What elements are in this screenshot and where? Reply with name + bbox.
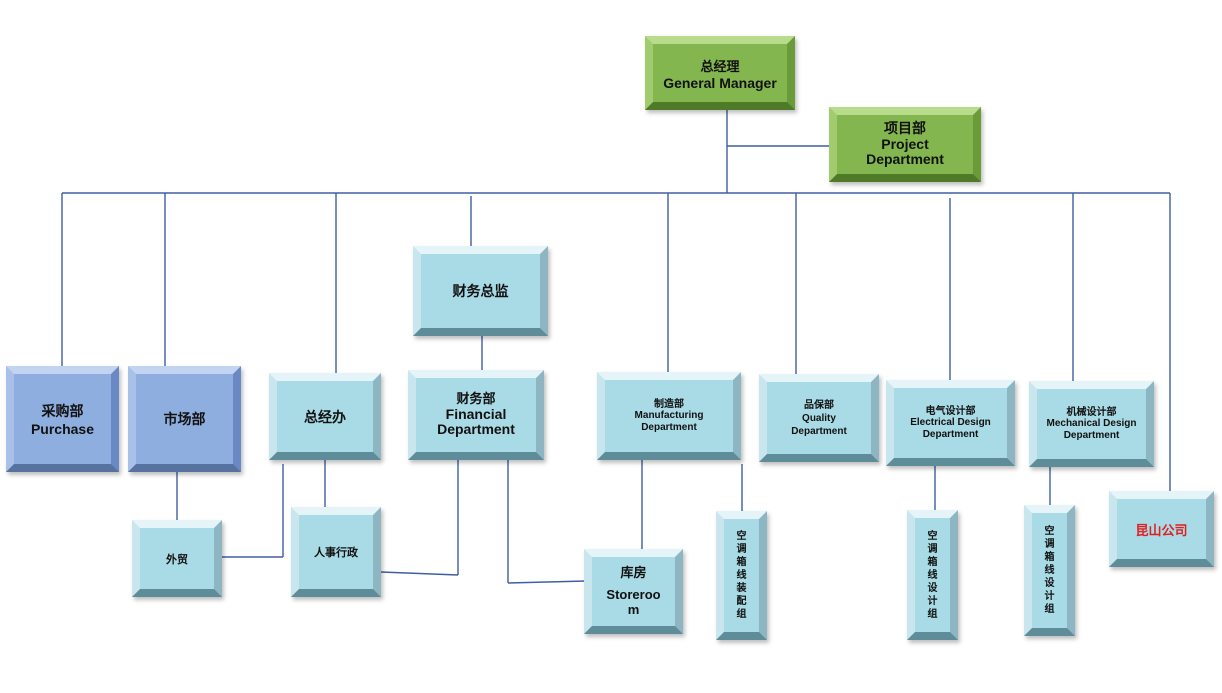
general-manager-zh: 总经理 (700, 58, 740, 74)
ac-design-mech-char: 计 (1044, 591, 1055, 602)
ac-design-mech-char: 调 (1044, 539, 1055, 550)
ac-design-elec-char: 设 (927, 582, 938, 594)
cfo-box: 财务总监 (413, 246, 548, 336)
ac-design-mech-char: 组 (1044, 604, 1055, 615)
kunshan-company-zh: 昆山公司 (1135, 522, 1188, 538)
hr-admin-zh: 人事行政 (314, 547, 358, 559)
storeroom-zh: 库房 (620, 565, 647, 581)
ac-design-mech-char: 空 (1044, 526, 1055, 537)
storeroom-en2: m (627, 602, 640, 618)
financial-zh: 财务部 (456, 391, 496, 407)
marketing-box: 市场部 (128, 366, 241, 472)
foreign-trade-box: 外贸 (132, 520, 222, 597)
quality-zh: 品保部 (804, 399, 834, 411)
ac-assembly-char: 配 (736, 596, 747, 607)
financial-en2: Department (437, 421, 515, 438)
ac-assembly-char: 线 (736, 570, 747, 581)
electrical-zh: 电气设计部 (925, 405, 976, 417)
ac-assembly-group-box: 空 调 箱 线 装 配 组 (716, 511, 767, 640)
financial-en1: Financial (445, 405, 507, 422)
electrical-en2: Department (922, 428, 979, 440)
manufacturing-department-box: 制造部 Manufacturing Department (597, 372, 741, 460)
ac-design-electrical-group-box: 空 调 箱 线 设 计 组 (907, 510, 958, 640)
quality-en1: Quality (802, 412, 836, 424)
manufacturing-en2: Department (641, 421, 697, 433)
ac-assembly-char: 空 (736, 531, 747, 542)
quality-department-box: 品保部 Quality Department (759, 374, 879, 462)
ac-assembly-char: 装 (736, 583, 747, 594)
foreign-trade-zh: 外贸 (166, 553, 188, 566)
ac-assembly-char: 箱 (736, 557, 747, 568)
purchase-box: 采购部 Purchase (6, 366, 119, 472)
manufacturing-zh: 制造部 (654, 398, 684, 410)
storeroom-box: 库房 Storeroo m (584, 549, 683, 634)
electrical-design-department-box: 电气设计部 Electrical Design Department (886, 380, 1015, 466)
ac-design-elec-char: 线 (927, 569, 938, 581)
project-department-zh: 项目部 (884, 120, 926, 137)
general-manager-box: 总经理 General Manager (645, 36, 795, 110)
ac-design-mech-char: 线 (1044, 565, 1055, 576)
gm-office-zh: 总经办 (304, 408, 346, 425)
ac-design-elec-char: 计 (927, 595, 938, 607)
mechanical-en1: Mechanical Design (1046, 418, 1137, 430)
mechanical-design-department-box: 机械设计部 Mechanical Design Department (1029, 381, 1154, 467)
hr-admin-box: 人事行政 (291, 507, 381, 597)
project-department-en1: Project (881, 135, 929, 152)
mechanical-zh: 机械设计部 (1066, 406, 1117, 418)
mechanical-en2: Department (1063, 429, 1120, 441)
manufacturing-en1: Manufacturing (634, 410, 704, 422)
project-department-box: 项目部 Project Department (829, 107, 981, 182)
quality-en2: Department (791, 425, 847, 437)
ac-design-elec-char: 箱 (927, 556, 938, 568)
purchase-en: Purchase (30, 421, 95, 437)
kunshan-company-box: 昆山公司 (1109, 491, 1214, 567)
purchase-zh: 采购部 (41, 403, 84, 419)
ac-assembly-char: 组 (736, 609, 747, 620)
ac-design-mech-char: 箱 (1044, 552, 1055, 563)
ac-design-elec-char: 组 (927, 608, 938, 620)
gm-office-box: 总经办 (269, 373, 381, 460)
marketing-zh: 市场部 (163, 411, 206, 427)
ac-design-elec-char: 空 (927, 530, 938, 542)
electrical-en1: Electrical Design (910, 417, 991, 429)
financial-department-box: 财务部 Financial Department (408, 370, 544, 460)
ac-assembly-char: 调 (736, 544, 747, 555)
project-department-en2: Department (866, 151, 944, 168)
ac-design-mech-char: 设 (1044, 578, 1055, 589)
cfo-zh: 财务总监 (452, 283, 509, 299)
general-manager-en: General Manager (663, 74, 777, 91)
ac-design-mechanical-group-box: 空 调 箱 线 设 计 组 (1024, 505, 1075, 636)
storeroom-en1: Storeroo (606, 586, 661, 602)
ac-design-elec-char: 调 (927, 543, 938, 555)
